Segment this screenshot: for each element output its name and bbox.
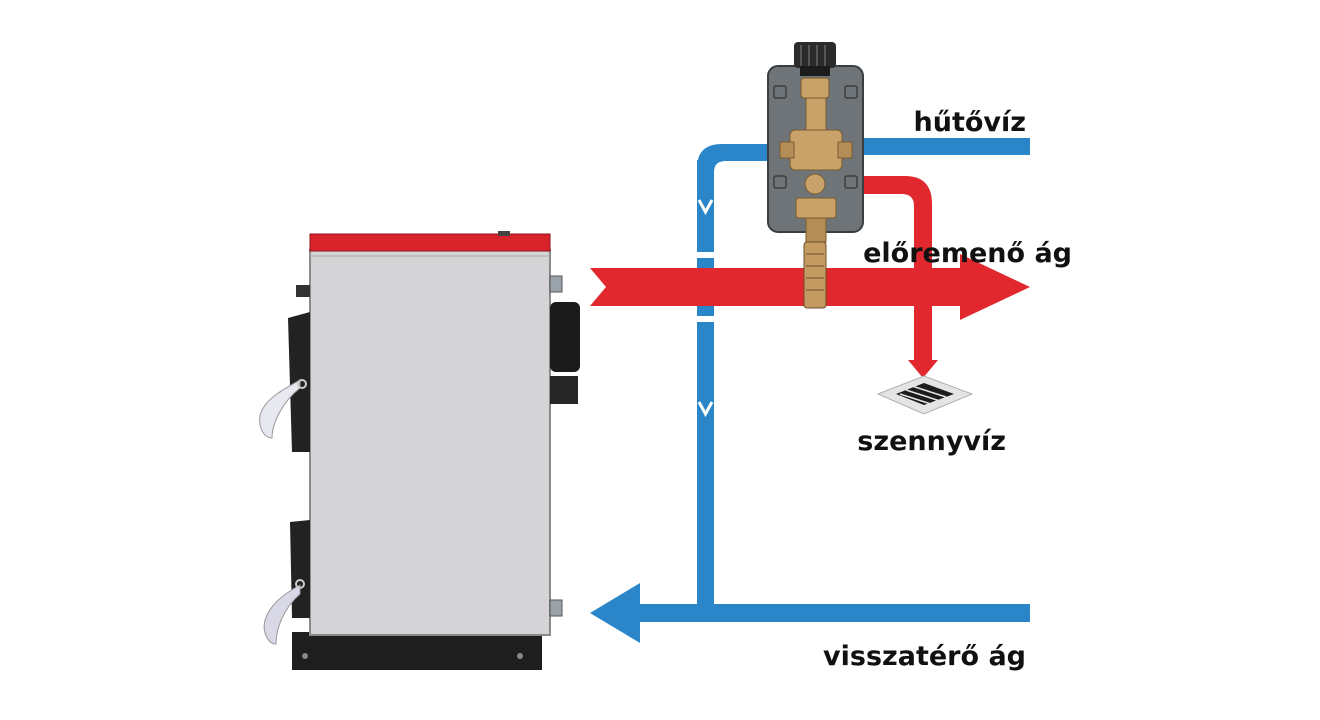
boiler-flow-connector bbox=[549, 275, 563, 293]
boiler-base bbox=[292, 632, 542, 670]
boiler-lower-door bbox=[263, 520, 310, 645]
flow-branch-label: előremenő ág bbox=[863, 238, 1072, 269]
boiler-flue bbox=[550, 302, 580, 372]
cold-water-label: hűtővíz bbox=[914, 107, 1026, 138]
boiler-upper-door bbox=[259, 285, 310, 452]
return-branch-label: visszatérő ág bbox=[823, 641, 1026, 672]
boiler-return-connector bbox=[549, 599, 563, 617]
thermal-safety-valve-icon bbox=[767, 42, 864, 309]
boiler-icon bbox=[259, 231, 580, 670]
boiler-top bbox=[309, 233, 551, 252]
floor-drain-icon bbox=[876, 375, 974, 415]
waste-water-label: szennyvíz bbox=[857, 426, 1006, 457]
return-arrow-head bbox=[590, 583, 640, 643]
boiler-body bbox=[309, 249, 551, 636]
drain-arrow-head bbox=[908, 360, 938, 378]
